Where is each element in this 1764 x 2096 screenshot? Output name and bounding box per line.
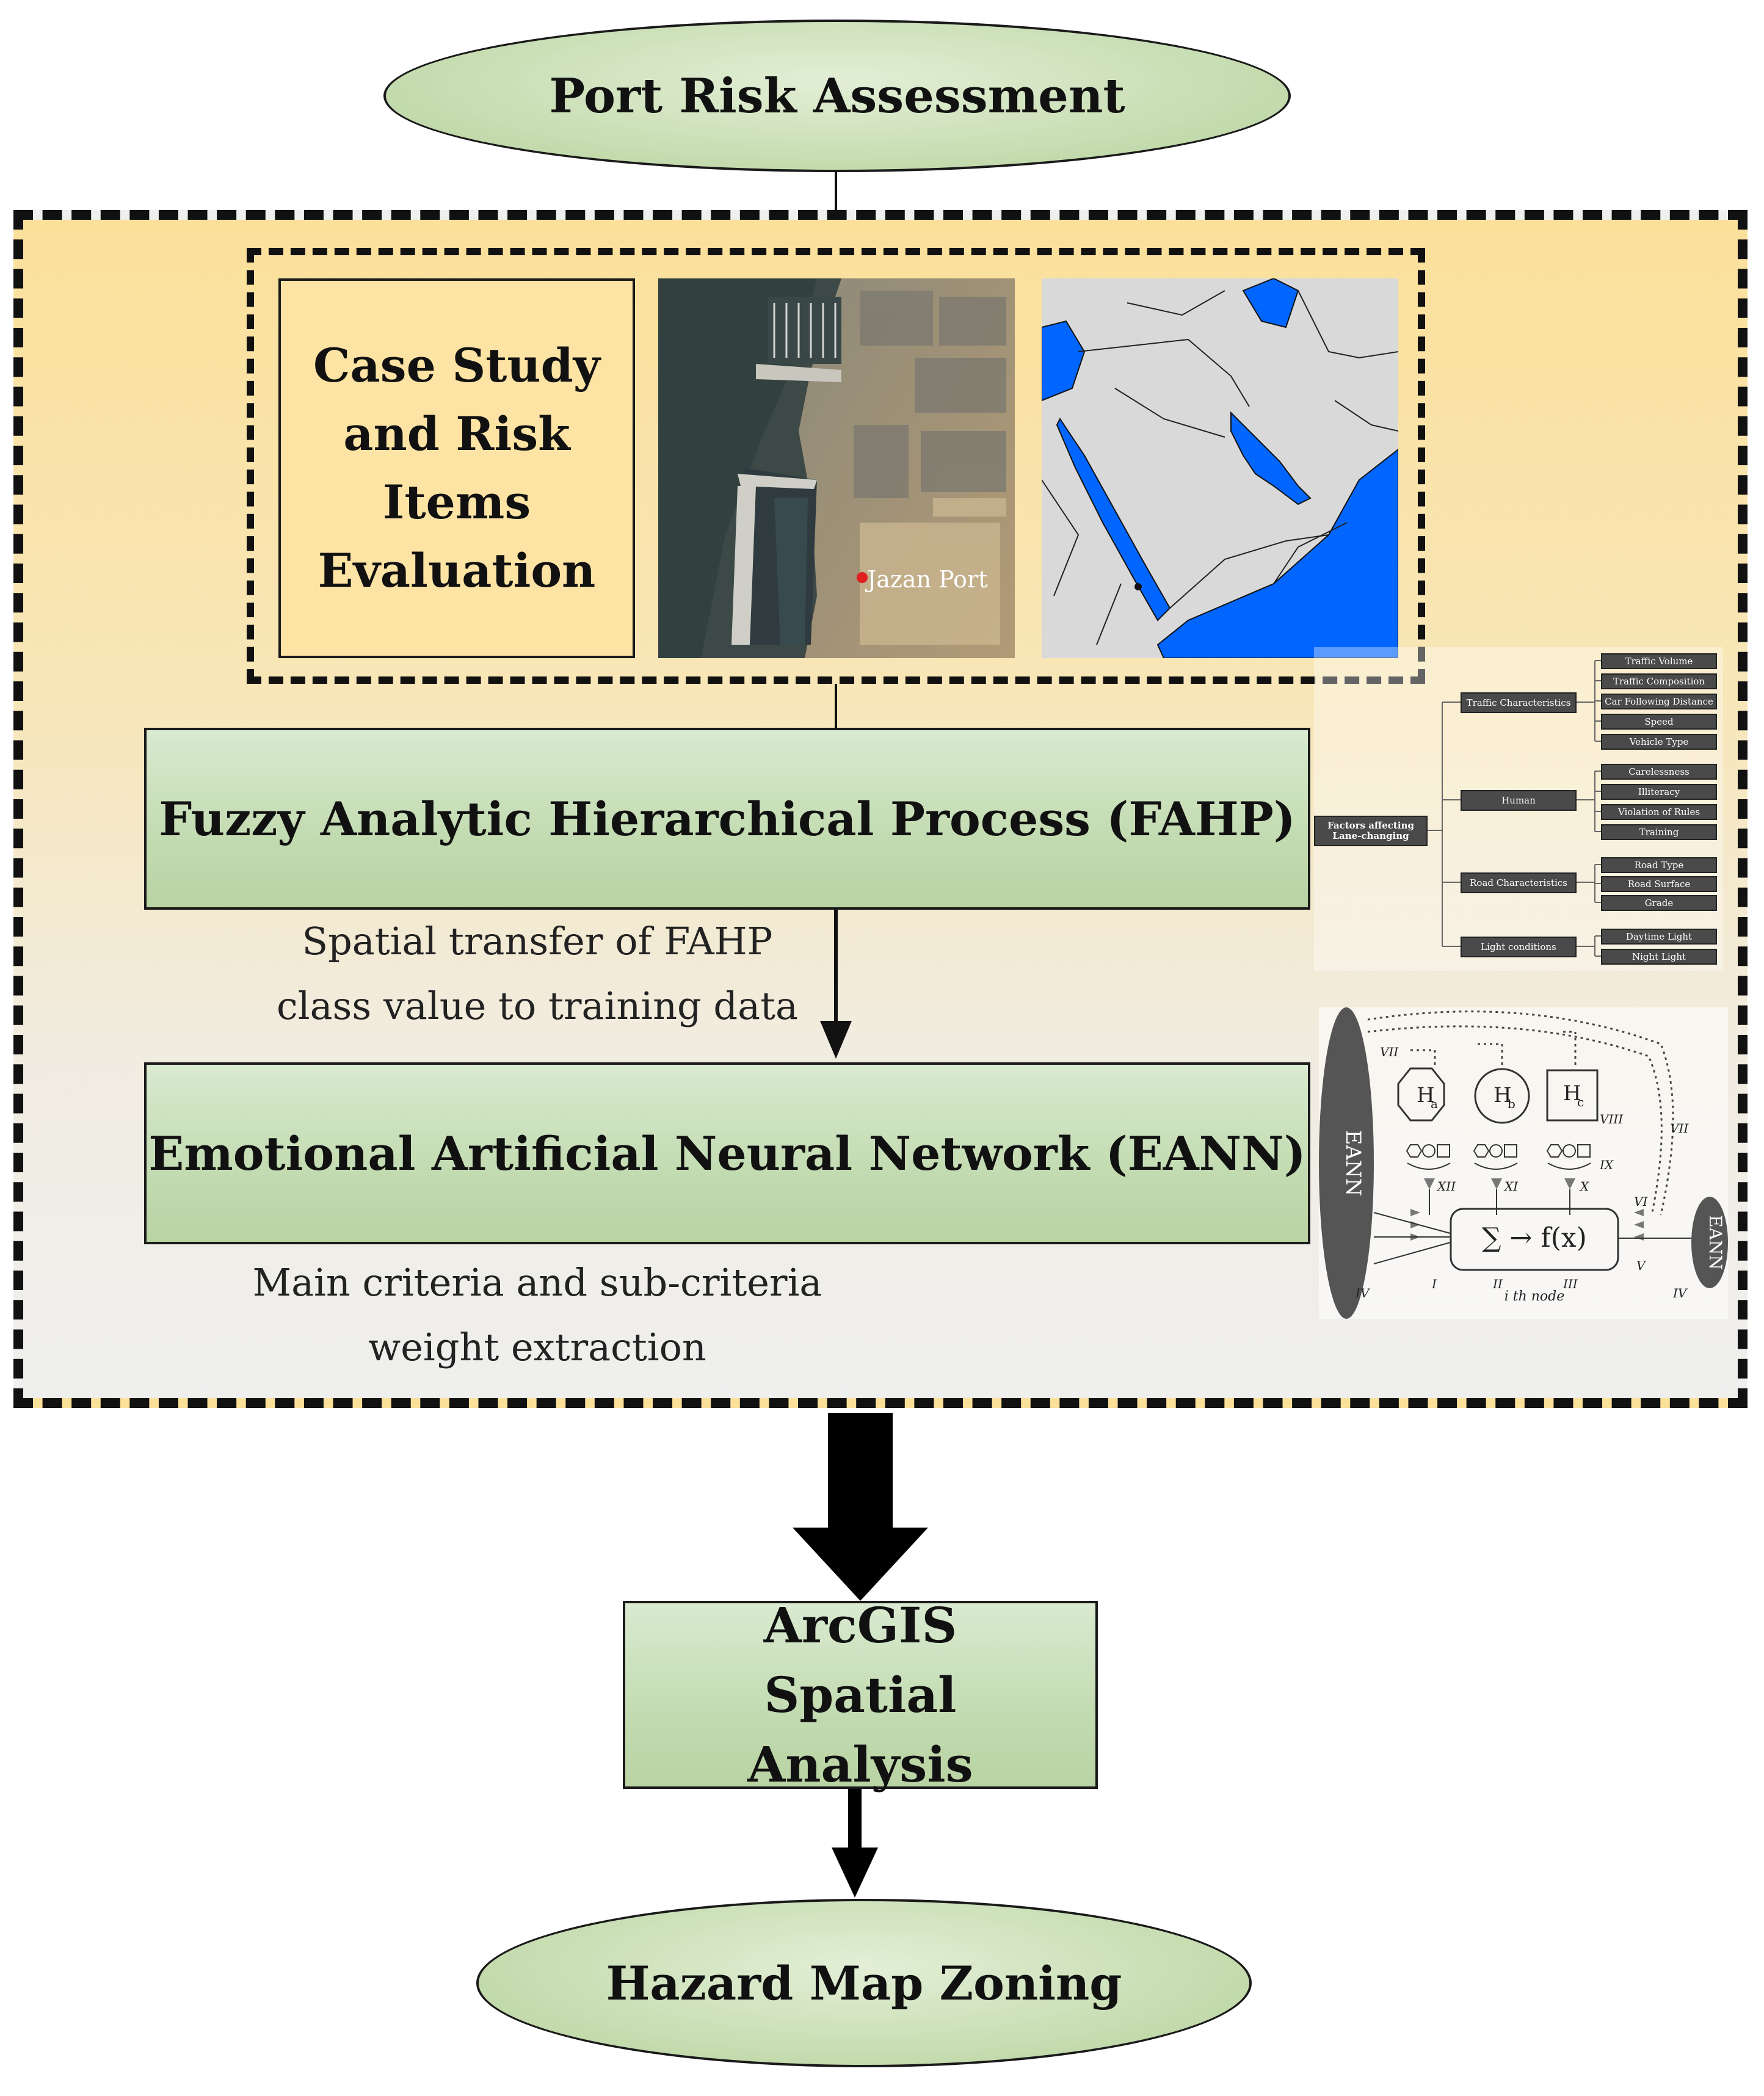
tree-item: Training bbox=[1601, 824, 1717, 840]
region-map bbox=[1042, 278, 1398, 658]
node-function: ∑ → f(x) bbox=[1482, 1222, 1587, 1253]
case-study-label: Case Study and Risk Items Evaluation bbox=[313, 338, 600, 598]
eann-node: Emotional Artificial Neural Network (EAN… bbox=[144, 1062, 1310, 1244]
transfer-note: Spatial transfer of FAHP class value to … bbox=[244, 908, 830, 1039]
tree-item: Night Light bbox=[1601, 949, 1717, 965]
tree-item: Carelessness bbox=[1601, 764, 1717, 780]
node-label: i th node bbox=[1504, 1289, 1565, 1304]
factor-tree: Factors affecting Lane-changing Traffic … bbox=[1314, 647, 1723, 971]
eann-left-label: EANN bbox=[1341, 1130, 1365, 1197]
tree-root: Factors affecting Lane-changing bbox=[1314, 816, 1428, 846]
hormone-a-sub: a bbox=[1431, 1097, 1438, 1111]
transfer-note-line2: class value to training data bbox=[277, 984, 798, 1028]
hormone-b-icon bbox=[1474, 1068, 1530, 1124]
arrow-to-arcgis-head bbox=[793, 1528, 928, 1601]
weight-note-line2: weight extraction bbox=[368, 1325, 706, 1369]
arcgis-node: ArcGIS Spatial Analysis bbox=[623, 1597, 1098, 1793]
eann-label: Emotional Artificial Neural Network (EAN… bbox=[148, 1126, 1306, 1181]
roman-vii-right: VII bbox=[1670, 1121, 1689, 1136]
summation-node bbox=[1450, 1208, 1619, 1271]
hormone-a-label: H bbox=[1417, 1083, 1435, 1108]
roman-xi: XI bbox=[1503, 1179, 1519, 1194]
roman-viii: VIII bbox=[1600, 1112, 1624, 1126]
eann-schematic: EANN EANN H a H b H c bbox=[1319, 1007, 1728, 1319]
fahp-label: Fuzzy Analytic Hierarchical Process (FAH… bbox=[159, 791, 1296, 846]
tree-group-human: Human bbox=[1461, 790, 1577, 811]
hormone-b-sub: b bbox=[1508, 1097, 1515, 1111]
arrow-to-end bbox=[848, 1789, 862, 1849]
hormone-a-icon bbox=[1397, 1067, 1445, 1122]
roman-v: V bbox=[1636, 1258, 1647, 1273]
end-node: Hazard Map Zoning bbox=[476, 1899, 1252, 2067]
roman-iii: III bbox=[1563, 1277, 1578, 1291]
tree-item: Vehicle Type bbox=[1601, 734, 1717, 750]
tree-item: Daytime Light bbox=[1601, 929, 1717, 945]
weight-note-line1: Main criteria and sub-criteria bbox=[252, 1260, 822, 1305]
satellite-image: Jazan Port bbox=[658, 278, 1015, 658]
tree-item: Speed bbox=[1601, 714, 1717, 730]
tree-item: Violation of Rules bbox=[1601, 804, 1717, 820]
roman-iv-right: IV bbox=[1672, 1286, 1688, 1300]
satellite-label: Jazan Port bbox=[865, 566, 987, 593]
weight-note: Main criteria and sub-criteria weight ex… bbox=[220, 1248, 855, 1382]
hormone-c-label: H bbox=[1563, 1081, 1581, 1106]
arrow-fahp-eann bbox=[834, 910, 838, 1023]
connector-case-fahp bbox=[835, 684, 837, 729]
case-study-container bbox=[247, 248, 1425, 684]
case-study-box: Case Study and Risk Items Evaluation bbox=[278, 278, 635, 658]
tree-item: Illiteracy bbox=[1601, 784, 1717, 800]
arrow-to-end-head bbox=[832, 1848, 878, 1898]
tree-item: Road Type bbox=[1601, 857, 1717, 873]
start-node: Port Risk Assessment bbox=[383, 20, 1291, 172]
arrow-to-arcgis bbox=[828, 1413, 893, 1529]
roman-vii: VII bbox=[1380, 1045, 1399, 1059]
start-node-label: Port Risk Assessment bbox=[549, 68, 1125, 124]
roman-ix: IX bbox=[1599, 1158, 1614, 1172]
jazan-location-icon bbox=[1134, 583, 1142, 590]
tree-lines bbox=[1428, 660, 1601, 957]
tree-item: Car Following Distance bbox=[1601, 694, 1717, 709]
hormone-b-label: H bbox=[1494, 1083, 1512, 1108]
fahp-node: Fuzzy Analytic Hierarchical Process (FAH… bbox=[144, 728, 1310, 910]
tree-group-light: Light conditions bbox=[1461, 937, 1577, 957]
port-marker-icon bbox=[857, 572, 868, 583]
region-map-svg bbox=[1042, 278, 1398, 658]
roman-iv: IV bbox=[1355, 1286, 1371, 1300]
roman-i: I bbox=[1431, 1277, 1437, 1291]
arcgis-label: ArcGIS Spatial Analysis bbox=[747, 1597, 973, 1793]
tree-item: Grade bbox=[1601, 895, 1717, 911]
roman-vi: VI bbox=[1634, 1194, 1648, 1209]
eann-right-label: EANN bbox=[1705, 1215, 1726, 1270]
tree-item: Traffic Volume bbox=[1601, 653, 1717, 669]
tree-item: Road Surface bbox=[1601, 876, 1717, 892]
hormone-c-icon bbox=[1546, 1069, 1599, 1122]
roman-ii: II bbox=[1492, 1277, 1503, 1291]
transfer-note-line1: Spatial transfer of FAHP bbox=[302, 919, 773, 963]
hormone-c-sub: c bbox=[1577, 1095, 1584, 1109]
satellite-svg: Jazan Port bbox=[658, 278, 1015, 658]
roman-x: X bbox=[1579, 1179, 1589, 1194]
tree-item: Traffic Composition bbox=[1601, 673, 1717, 689]
eann-schematic-svg: EANN EANN H a H b H c bbox=[1319, 1007, 1728, 1319]
tree-group-traffic: Traffic Characteristics bbox=[1461, 692, 1577, 713]
end-node-label: Hazard Map Zoning bbox=[606, 1956, 1122, 2011]
roman-xii: XII bbox=[1436, 1179, 1456, 1194]
arrow-fahp-eann-head bbox=[820, 1021, 852, 1059]
tree-group-road: Road Characteristics bbox=[1461, 872, 1577, 893]
